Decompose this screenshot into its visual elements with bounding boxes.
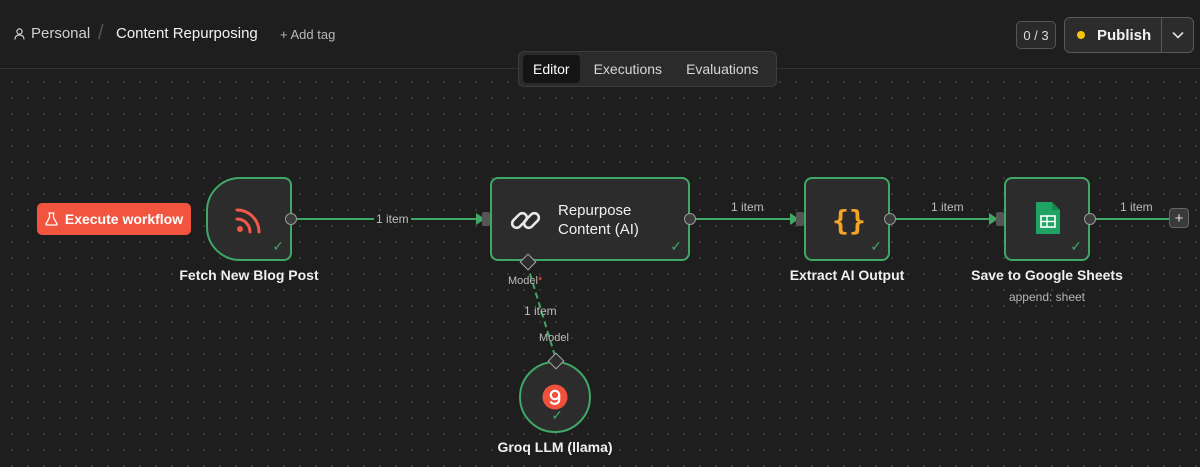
required-marker: * [537,275,543,287]
add-node-button[interactable]: + [1169,208,1189,228]
workflow-title[interactable]: Content Repurposing [116,25,258,42]
input-handle[interactable] [996,212,1004,226]
input-handle[interactable] [482,212,490,226]
groq-icon [542,384,568,410]
success-check-icon: ✓ [272,238,284,254]
connection-item-count: 1 item [1120,200,1153,214]
publish-dropdown-button[interactable] [1161,18,1193,52]
success-check-icon: ✓ [551,407,563,423]
version-counter: 0 / 3 [1016,21,1056,49]
user-icon [14,27,25,40]
workspace-name: Personal [31,25,91,42]
node-repurpose-content-ai[interactable]: Repurpose Content (AI) ✓ [490,177,690,261]
braces-icon: {} [832,204,866,237]
node-label: Fetch New Blog Post [179,267,319,283]
connection-item-count: 1 item [374,212,411,226]
node-label: Save to Google Sheets [971,267,1123,283]
output-handle[interactable] [884,213,896,225]
tab-evaluations[interactable]: Evaluations [686,61,759,77]
output-handle[interactable] [1084,213,1096,225]
breadcrumb-separator: / [98,22,104,44]
chevron-down-icon [1171,31,1184,39]
connection-arrow [790,213,799,225]
input-handle[interactable] [796,212,804,226]
node-extract-ai-output[interactable]: {} ✓ [804,177,890,261]
node-title-line: Content (AI) [558,221,639,238]
publish-button[interactable]: Publish [1065,18,1161,52]
tab-executions[interactable]: Executions [593,61,663,77]
node-title-line: Repurpose [558,202,632,219]
flask-icon [45,212,58,226]
connection-item-count: 1 item [931,200,964,214]
node-save-to-google-sheets[interactable]: ✓ [1004,177,1090,261]
connection-arrow [476,213,485,225]
execute-workflow-label: Execute workflow [64,211,184,227]
connection-model[interactable] [526,263,556,357]
model-port-label: Model* [508,275,543,287]
link-icon [510,211,541,230]
rss-icon [235,208,261,234]
publish-button-group: Publish [1064,17,1194,53]
view-tabs: Editor Executions Evaluations [518,51,777,87]
node-label: Groq LLM (llama) [497,439,613,455]
tab-editor[interactable]: Editor [523,55,580,83]
svg-text:{}: {} [832,204,866,237]
success-check-icon: ✓ [670,238,682,254]
success-check-icon: ✓ [1070,238,1082,254]
success-check-icon: ✓ [870,238,882,254]
breadcrumb-workspace[interactable]: Personal [14,25,90,42]
connection-item-count: 1 item [731,200,764,214]
add-tag-button[interactable]: + Add tag [280,27,336,42]
node-label: Extract AI Output [789,267,905,283]
workflow-canvas[interactable] [0,68,1200,467]
output-handle[interactable] [285,213,297,225]
execute-workflow-button[interactable]: Execute workflow [37,203,191,235]
model-target-label: Model [539,332,569,344]
output-handle[interactable] [684,213,696,225]
node-fetch-new-blog-post[interactable]: ✓ [206,177,292,261]
node-title: Repurpose Content (AI) [558,201,639,239]
node-groq-llm[interactable]: ✓ [519,361,591,433]
publish-status-dot [1077,31,1085,39]
connection-arrow [989,213,998,225]
node-subtitle: append: sheet [1008,290,1086,304]
publish-label: Publish [1097,26,1152,44]
model-connection-item-count: 1 item [524,304,557,318]
google-sheets-icon [1036,202,1060,234]
